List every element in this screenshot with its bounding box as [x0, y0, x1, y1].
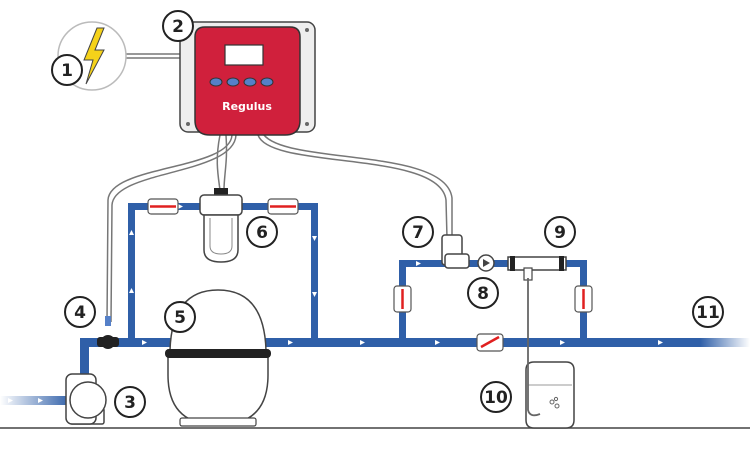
svg-text:7: 7	[412, 223, 424, 243]
svg-text:4: 4	[74, 303, 86, 323]
valve-main-line	[476, 333, 504, 352]
controller-button-4	[260, 77, 274, 87]
check-valve	[477, 254, 495, 272]
valve-cell-outlet	[574, 285, 593, 313]
controller-unit: Regulus	[179, 21, 316, 136]
cables	[106, 53, 453, 323]
callout-4: 4	[64, 296, 96, 328]
lightning-icon	[83, 27, 105, 85]
svg-text:1: 1	[61, 61, 73, 81]
callouts: 1 2 3 4 5 6 7 8	[51, 10, 724, 418]
svg-text:5: 5	[174, 308, 186, 328]
valve-filter-inlet	[147, 198, 179, 215]
bypass1-right-pipe	[311, 203, 318, 343]
callout-1: 1	[51, 54, 83, 86]
pump	[65, 373, 107, 425]
main-pipe	[80, 338, 700, 347]
inlet-pipe	[0, 396, 72, 405]
svg-text:6: 6	[256, 223, 268, 243]
sand-filter	[165, 289, 271, 427]
chemical-tank	[525, 278, 575, 429]
valve-cell-inlet	[393, 285, 412, 313]
svg-text:2: 2	[172, 17, 184, 37]
callout-8: 8	[467, 277, 499, 309]
callout-9: 9	[544, 216, 576, 248]
svg-text:10: 10	[484, 388, 508, 408]
controller-button-3	[243, 77, 257, 87]
callout-10: 10	[480, 381, 512, 413]
svg-text:11: 11	[696, 303, 720, 323]
callout-5: 5	[164, 301, 196, 333]
callout-3: 3	[114, 386, 146, 418]
injection-tee	[507, 256, 567, 281]
callout-6: 6	[246, 216, 278, 248]
callout-11: 11	[692, 296, 724, 328]
controller-display-icon	[224, 44, 264, 66]
controller-button-2	[226, 77, 240, 87]
pump-riser-pipe	[80, 340, 89, 390]
svg-text:9: 9	[554, 223, 566, 243]
callout-7: 7	[402, 216, 434, 248]
valve-filter-outlet	[267, 198, 299, 215]
controller-button-1	[209, 77, 223, 87]
outlet-pipe-fade	[700, 338, 750, 347]
pre-filter	[199, 188, 243, 263]
probe-fitting	[97, 316, 119, 349]
cell-fitting	[441, 234, 470, 269]
callout-2: 2	[162, 10, 194, 42]
svg-text:3: 3	[124, 393, 136, 413]
bypass1-left-pipe	[128, 203, 135, 343]
brand-label: Regulus	[222, 100, 272, 113]
svg-text:8: 8	[477, 284, 489, 304]
